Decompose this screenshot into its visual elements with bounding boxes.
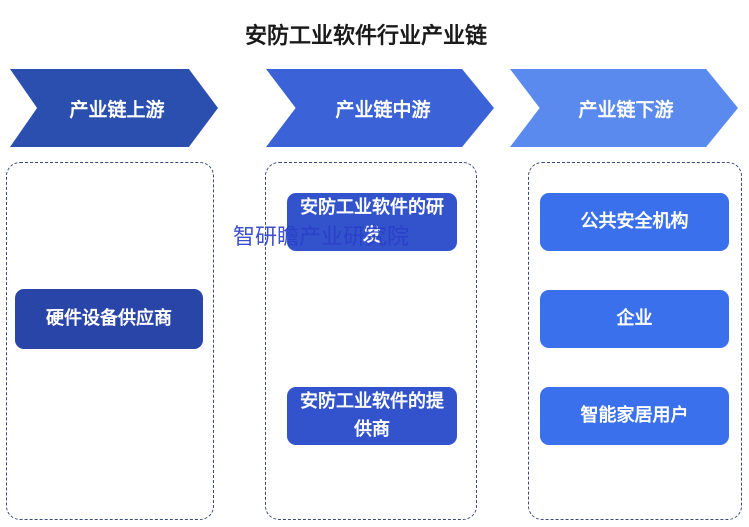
stage-midstream-label: 产业链中游: [335, 98, 431, 121]
upstream-column: [6, 162, 214, 520]
downstream-item-public-security: 公共安全机构: [540, 193, 729, 251]
downstream-item-smart-home-users: 智能家居用户: [540, 387, 729, 445]
stage-upstream-label: 产业链上游: [69, 98, 165, 121]
stage-downstream-label: 产业链下游: [578, 98, 674, 121]
midstream-item-software-provider: 安防工业软件的提供商: [287, 387, 457, 445]
watermark-text: 智研瞻产业研究院: [233, 225, 410, 250]
stage-upstream-chevron: 产业链上游: [10, 69, 218, 147]
downstream-item-enterprise: 企业: [540, 290, 729, 348]
midstream-item-software-rd: 安防工业软件的研发: [287, 193, 457, 251]
diagram-title: 安防工业软件行业产业链: [244, 24, 487, 49]
downstream-column: [528, 162, 742, 520]
upstream-item-hardware-supplier: 硬件设备供应商: [15, 289, 203, 349]
stage-midstream-chevron: 产业链中游: [266, 69, 494, 147]
stage-downstream-chevron: 产业链下游: [510, 69, 738, 147]
midstream-column: [265, 162, 477, 520]
